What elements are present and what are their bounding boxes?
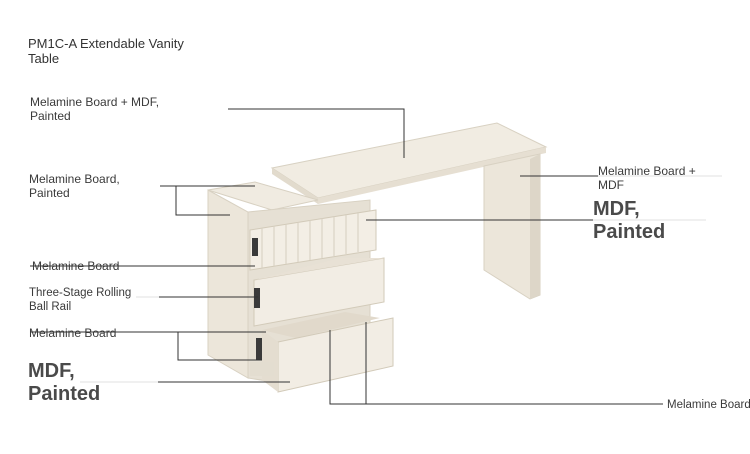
leg-panel-edge	[530, 154, 540, 299]
label-bottom-right-board: Melamine Board	[667, 399, 750, 411]
drawer-2-front	[253, 257, 385, 327]
label-bottom-board: Melamine Board	[29, 326, 117, 340]
cabinet-side	[207, 189, 249, 379]
label-leg-panel-material: Melamine Board + MDF	[598, 164, 738, 192]
label-ball-rail: Three-Stage Rolling Ball Rail	[29, 286, 159, 314]
leader-bottom-bracket	[177, 332, 262, 361]
cabinet-base	[250, 362, 274, 376]
leader-side-left-bracket	[175, 186, 230, 216]
leader-bottom-right-a	[329, 330, 663, 405]
drawer-1-flutes	[261, 212, 359, 268]
label-tabletop-material: Melamine Board + MDF, Painted	[30, 95, 225, 123]
product-title: PM1C-A Extendable Vanity Table	[28, 36, 184, 66]
tabletop-front-edge	[272, 168, 318, 204]
drawer-2-rail	[254, 288, 260, 308]
tabletop-side-edge	[318, 147, 546, 204]
label-painted-mdf-bottom: MDF, Painted	[28, 360, 158, 406]
drawer-3-inside	[262, 312, 380, 338]
label-painted-mdf-right: MDF, Painted	[593, 198, 723, 244]
label-cabinet-side-material: Melamine Board, Painted	[29, 172, 159, 200]
leader-top-left	[228, 108, 405, 158]
drawer-2-top	[254, 258, 384, 280]
drawer-3-rail	[256, 338, 262, 360]
drawer-3-side	[262, 330, 278, 392]
drawer-1-rail	[252, 238, 258, 256]
label-drawer-board: Melamine Board	[32, 259, 120, 273]
cabinet-top	[207, 181, 319, 211]
